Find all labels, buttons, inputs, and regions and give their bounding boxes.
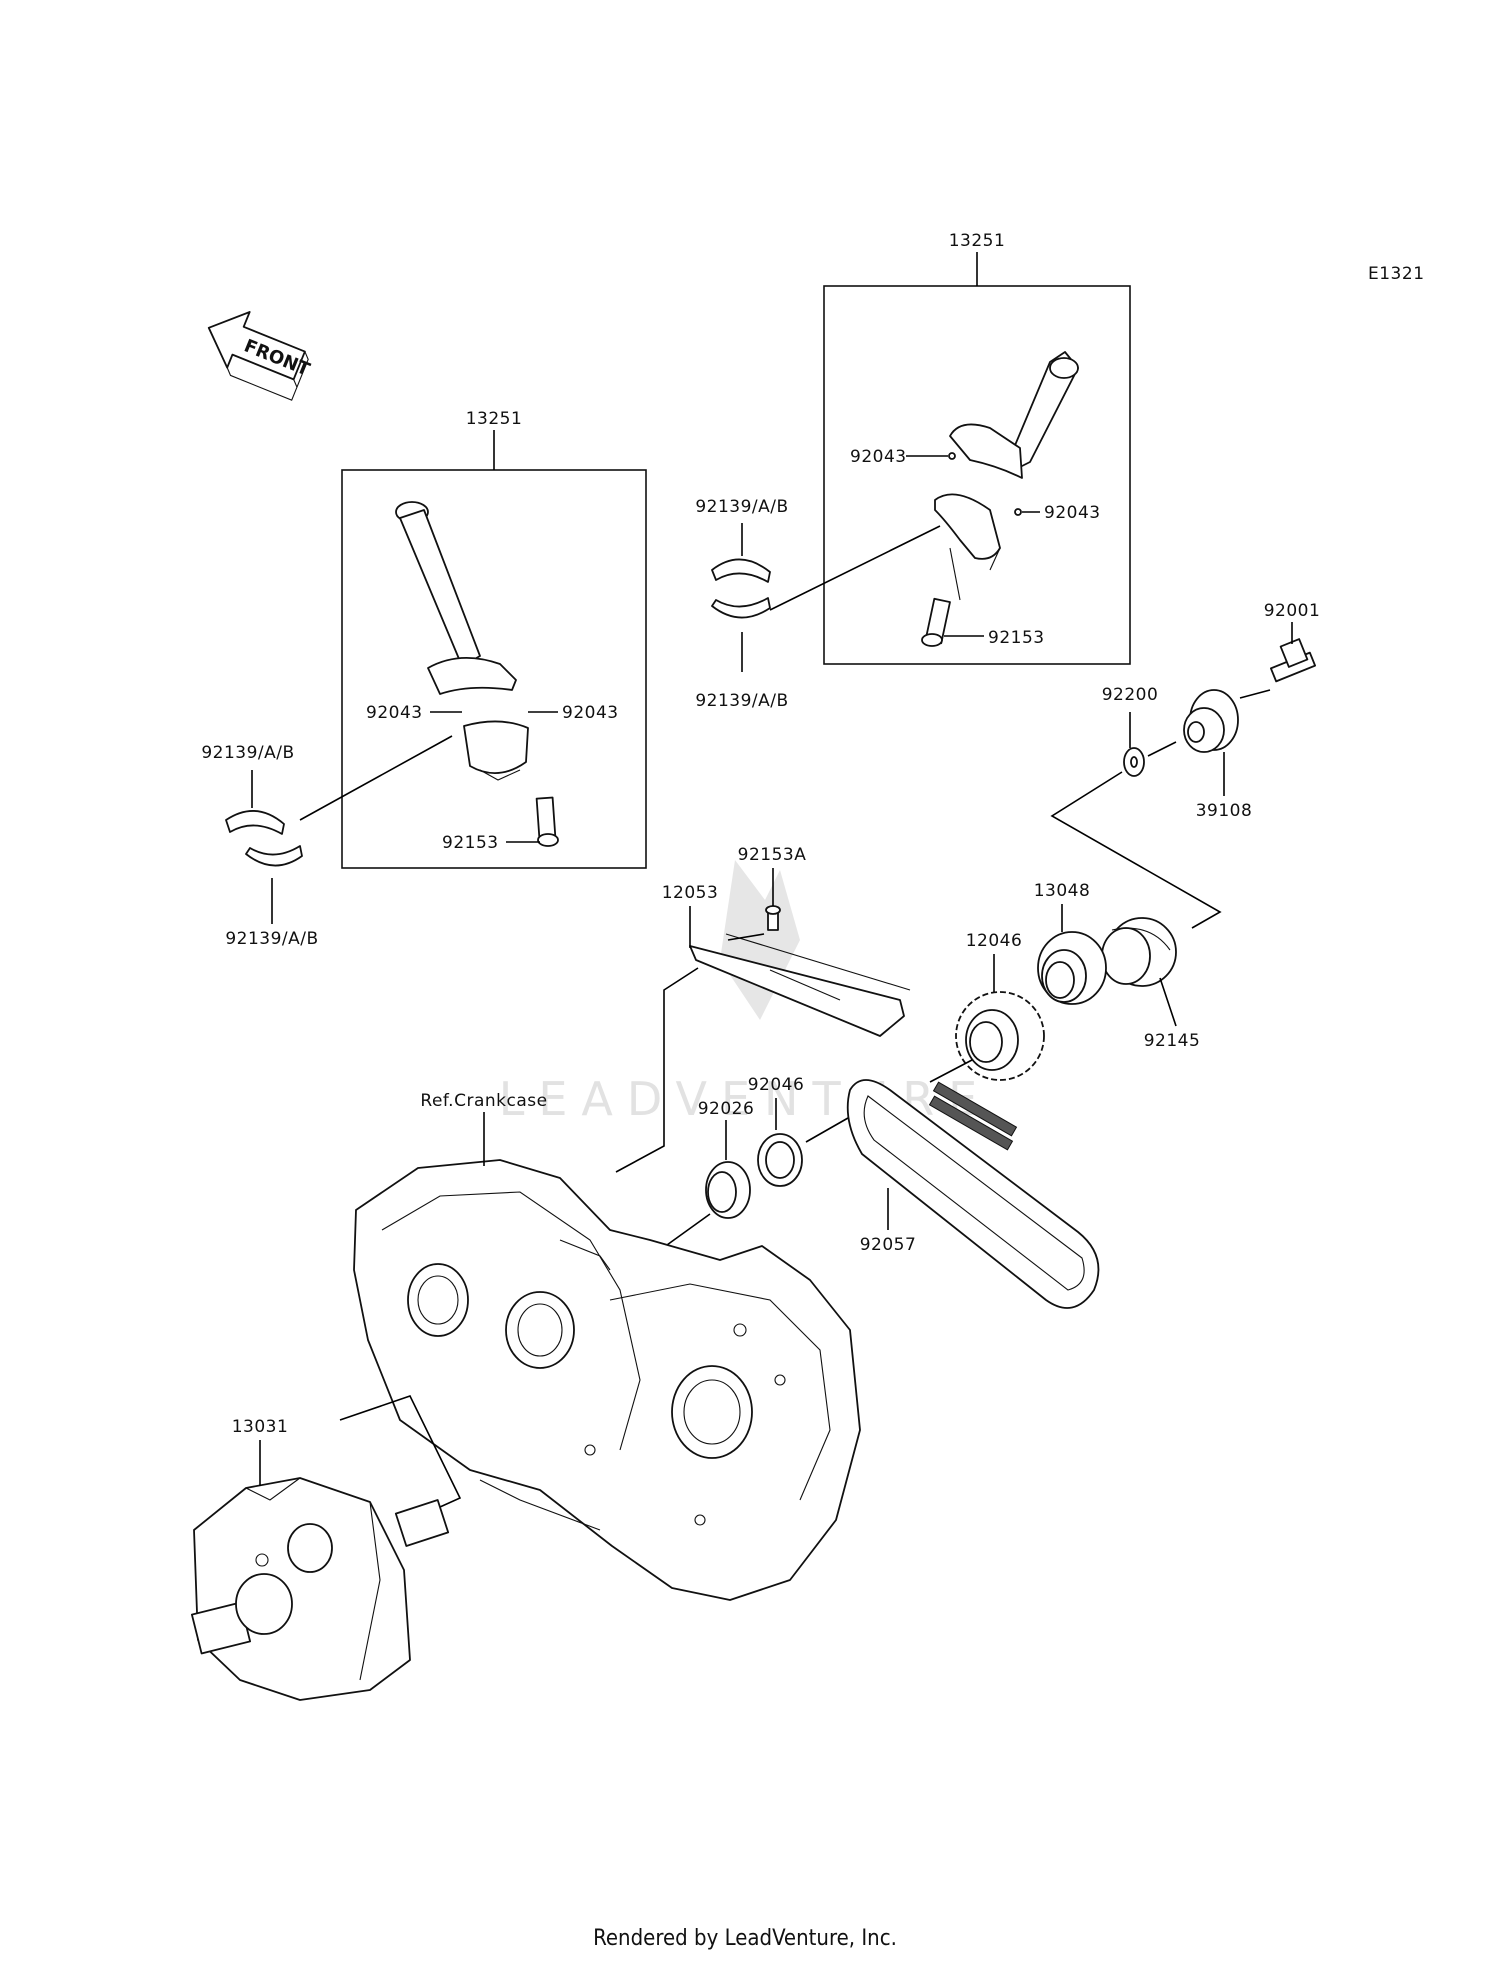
callout-12053: 12053 <box>662 883 719 903</box>
callout-92200: 92200 <box>1102 685 1159 705</box>
callout-ref-crankcase: Ref.Crankcase <box>420 1091 547 1111</box>
callout-92043-r2: 92043 <box>1044 503 1101 523</box>
watermark: LEADVENTURE <box>499 860 977 1126</box>
callout-13251-right: 13251 <box>949 231 1006 251</box>
callout-92139-r1: 92139/A/B <box>695 497 788 517</box>
callout-13031: 13031 <box>232 1417 289 1437</box>
plate-39108[interactable]: 39108 <box>1183 689 1253 821</box>
callout-92139-l1: 92139/A/B <box>201 743 294 763</box>
callout-12046: 12046 <box>966 931 1023 951</box>
callout-92139-l2: 92139/A/B <box>225 929 318 949</box>
callout-92139-r2: 92139/A/B <box>695 691 788 711</box>
crankshaft-13031[interactable]: 13031 <box>191 1395 462 1701</box>
callout-92043-r1: 92043 <box>850 447 907 467</box>
callout-92043-l2: 92043 <box>562 703 619 723</box>
leader-washer-spring <box>1050 771 1222 929</box>
seal-92026[interactable]: 92026 <box>659 1099 755 1251</box>
bolt-92153a[interactable]: 92153A <box>738 845 807 931</box>
crankcase[interactable]: Ref.Crankcase <box>353 1091 861 1601</box>
ring-92046[interactable]: 92046 <box>748 1075 805 1187</box>
conrod-assy-right[interactable]: 13251 92043 92043 92153 <box>823 231 1131 665</box>
conrod-assy-left[interactable]: 13251 92043 92043 92153 <box>341 409 647 869</box>
callout-92001: 92001 <box>1264 601 1321 621</box>
gear-13048[interactable]: 13048 <box>1034 881 1107 1005</box>
diagram-code: E1321 <box>1368 264 1425 284</box>
callout-92057: 92057 <box>860 1235 917 1255</box>
callout-13048: 13048 <box>1034 881 1091 901</box>
callout-92145: 92145 <box>1144 1031 1201 1051</box>
spring-92145[interactable]: 92145 <box>1101 917 1201 1051</box>
callout-92153-r: 92153 <box>988 628 1045 648</box>
callout-92046: 92046 <box>748 1075 805 1095</box>
bearing-shells-left[interactable]: 92139/A/B 92139/A/B <box>201 735 453 949</box>
front-arrow-icon: FRONT <box>207 311 313 401</box>
callout-92043-l1: 92043 <box>366 703 423 723</box>
callout-92153-l: 92153 <box>442 833 499 853</box>
callout-92026: 92026 <box>698 1099 755 1119</box>
chain-92057[interactable]: 92057 <box>805 1079 1100 1309</box>
washer-92200[interactable]: 92200 <box>1102 685 1177 777</box>
sprocket-12046[interactable]: 12046 <box>929 931 1045 1083</box>
bearing-shells-right[interactable]: 92139/A/B 92139/A/B <box>695 497 941 711</box>
callout-13251-left: 13251 <box>466 409 523 429</box>
guide-12053[interactable]: 12053 <box>615 883 911 1173</box>
callout-92153a: 92153A <box>738 845 807 865</box>
footer-credit: Rendered by LeadVenture, Inc. <box>593 1926 897 1951</box>
callout-39108: 39108 <box>1196 801 1253 821</box>
bolt-92001[interactable]: 92001 <box>1239 601 1321 699</box>
